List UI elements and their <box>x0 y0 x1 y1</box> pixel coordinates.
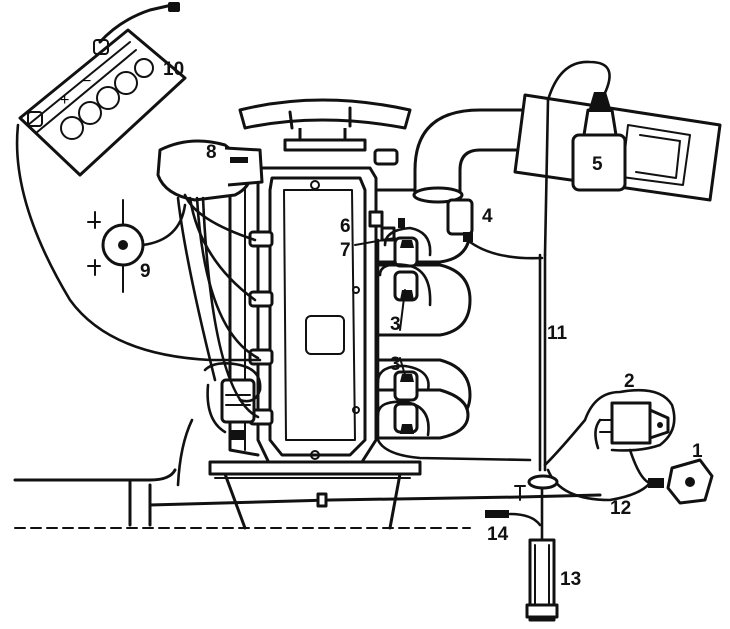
callout-11: 11 <box>547 323 568 344</box>
leader-lines <box>354 237 406 376</box>
distributor <box>156 139 264 202</box>
ground-lines <box>13 468 602 529</box>
ignition-coil-symbol <box>87 199 145 293</box>
callout-3-upper: 3 <box>390 314 401 335</box>
callout-13: 13 <box>560 569 581 590</box>
injector <box>393 402 419 434</box>
callout-8: 8 <box>206 142 217 163</box>
battery-minus-mark: − <box>82 73 91 90</box>
battery-plus-mark: + <box>60 92 69 109</box>
callout-2: 2 <box>624 371 635 392</box>
callout-6: 6 <box>340 216 351 237</box>
throttle-switch <box>446 198 474 242</box>
air-flow-meter <box>513 92 722 202</box>
injector <box>393 370 419 402</box>
callout-9: 9 <box>140 261 151 282</box>
relay <box>599 401 670 445</box>
injector <box>393 236 419 268</box>
callout-14: 14 <box>487 524 509 545</box>
test-connector <box>485 510 509 518</box>
injector <box>393 270 419 302</box>
diagnostic-plug <box>525 538 559 622</box>
thermo-switch <box>220 378 256 440</box>
battery: − + <box>18 2 187 177</box>
callout-4: 4 <box>482 206 493 227</box>
callout-12: 12 <box>610 498 631 519</box>
callout-labels: 1 2 3 3 4 5 6 7 8 9 10 11 12 13 14 <box>140 59 703 590</box>
temp-sensors <box>368 210 405 242</box>
control-unit <box>648 458 714 505</box>
callout-10: 10 <box>163 59 184 80</box>
callout-3-lower: 3 <box>390 354 401 375</box>
callout-1: 1 <box>692 441 703 462</box>
callout-7: 7 <box>340 240 351 261</box>
wiring-harness <box>15 60 676 542</box>
injectors <box>393 236 419 434</box>
callout-5: 5 <box>592 154 603 175</box>
